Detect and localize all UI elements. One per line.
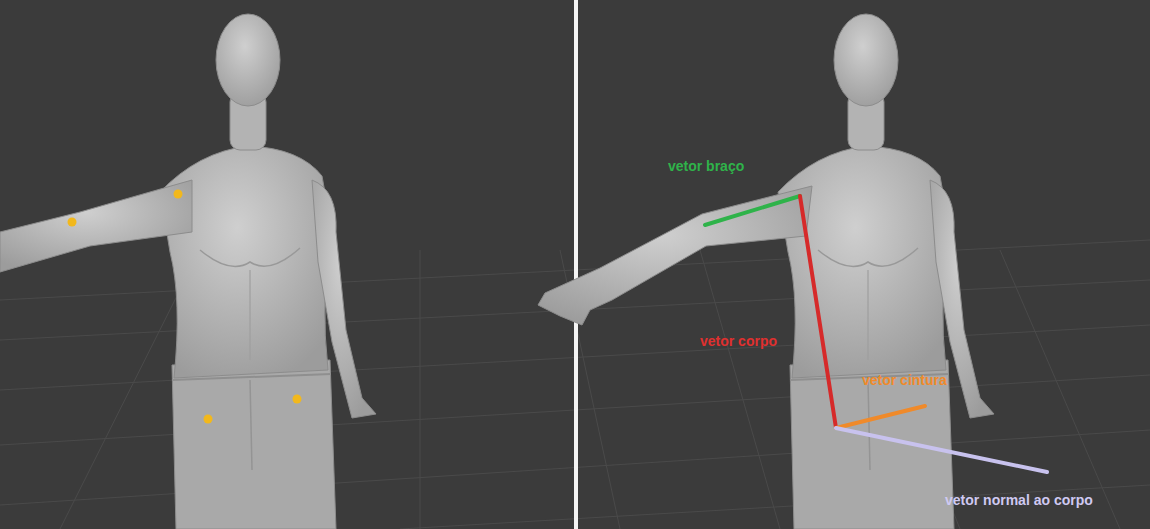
body-vector-label: vetor corpo	[700, 333, 777, 350]
normal-vector-label: vetor normal ao corpo	[945, 492, 1093, 509]
waist-vector-label: vetor cintura	[862, 372, 947, 389]
arm-vector-label: vetor braço	[668, 158, 744, 175]
